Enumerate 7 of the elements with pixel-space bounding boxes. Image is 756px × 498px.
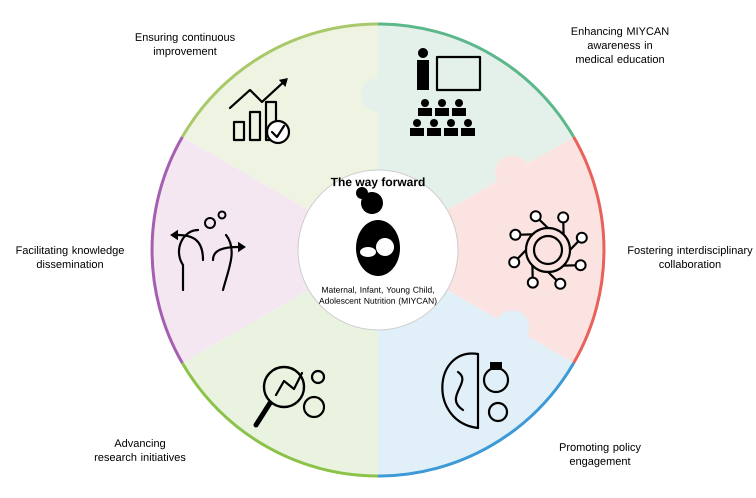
segment-label: Facilitating knowledge dissemination [16, 246, 124, 268]
center-text: Maternal, Infant, Young Child, Adolescent Nutrition (MIYCAN) [318, 286, 436, 306]
segment-label: Fostering interdisciplinary collaboration [628, 246, 753, 268]
segment-label: Enhancing MIYCAN awareness in medical education [572, 26, 668, 64]
segment-label: Ensuring continuous improvement [136, 32, 235, 58]
segment-label: Promoting policy engagement [560, 442, 641, 468]
segment-label: Advancing research initiatives [94, 438, 186, 462]
